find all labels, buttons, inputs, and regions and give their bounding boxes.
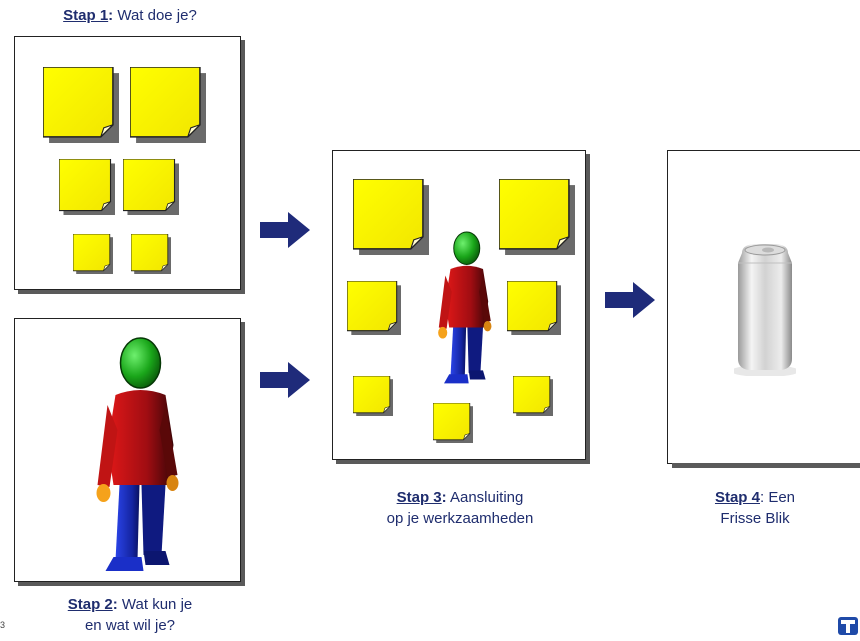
step3-panel — [332, 150, 586, 460]
arrow-right-icon — [260, 212, 310, 248]
step1-colon: : — [108, 7, 114, 24]
sticky-note-icon — [353, 376, 393, 416]
step1-panel — [14, 36, 241, 290]
step4-text2: Frisse Blik — [720, 510, 790, 527]
step4-panel-shadow — [672, 463, 860, 468]
step3-label: Stap 3 — [396, 489, 442, 506]
step2-caption: Stap 2: Wat kun je en wat wil je? — [10, 594, 250, 636]
sticky-note-icon — [347, 281, 401, 335]
sticky-note-icon — [43, 67, 119, 143]
step4-text: Een — [764, 489, 796, 506]
sticky-note-icon — [73, 234, 113, 274]
sticky-note-icon — [59, 159, 115, 215]
step2-text: Wat kun je — [117, 596, 193, 613]
sticky-note-icon — [433, 403, 473, 443]
slide-number: 3 — [0, 620, 6, 630]
person-icon — [83, 335, 188, 575]
step4-caption: Stap 4: Een Frisse Blik — [680, 487, 830, 529]
step4-line1: Stap 4: Een — [714, 489, 796, 506]
step3-text2: op je werkzaamheden — [386, 510, 534, 527]
sticky-note-icon — [499, 179, 575, 255]
arrow-right-icon — [605, 282, 655, 318]
step1-text: Wat doe je? — [113, 7, 197, 24]
sticky-note-icon — [507, 281, 561, 335]
step4-label: Stap 4 — [714, 489, 760, 506]
step2-text2: en wat wil je? — [84, 617, 176, 634]
step1-caption: Stap 1: Wat doe je? — [20, 5, 240, 26]
step3-text: Aansluiting — [446, 489, 524, 506]
step3-colon: : — [441, 489, 447, 506]
sticky-note-icon — [123, 159, 179, 215]
step1-label: Stap 1 — [63, 7, 109, 24]
soda-can-icon — [734, 244, 796, 376]
sticky-note-icon — [131, 234, 171, 274]
company-logo-icon — [838, 617, 858, 635]
sticky-note-icon — [353, 179, 429, 255]
step4-panel — [667, 150, 860, 468]
step3-caption: Stap 3: Aansluiting op je werkzaamheden — [340, 487, 580, 529]
step3-line1: Stap 3: Aansluiting — [340, 487, 580, 508]
step2-colon: : — [112, 596, 118, 613]
step2-panel — [14, 318, 241, 582]
arrow-right-icon — [260, 362, 310, 398]
sticky-note-icon — [130, 67, 206, 143]
person-icon — [431, 213, 496, 403]
sticky-note-icon — [513, 376, 553, 416]
step2-line1: Stap 2: Wat kun je — [10, 594, 250, 615]
step2-label: Stap 2 — [67, 596, 113, 613]
